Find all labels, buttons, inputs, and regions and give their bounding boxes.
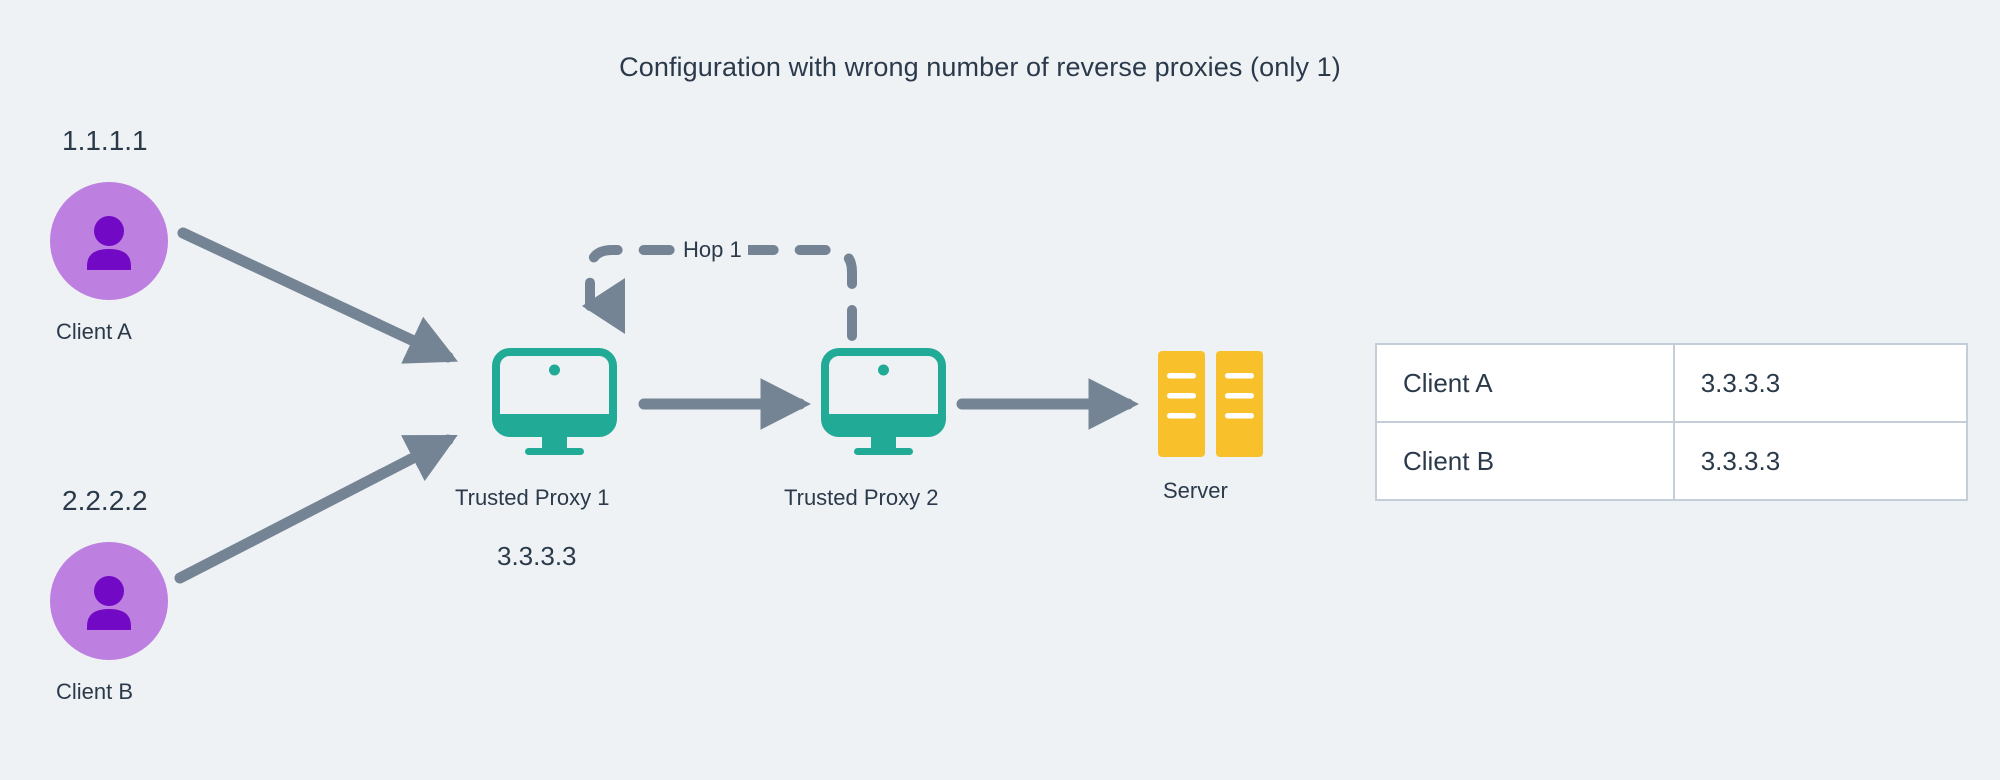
table-cell-client: Client A — [1375, 343, 1675, 423]
user-avatar-icon — [87, 216, 131, 270]
client-b-label: Client B — [56, 679, 134, 704]
hop-1-label: Hop 1 — [677, 237, 748, 263]
result-table-body: Client A 3.3.3.3 Client B 3.3.3.3 — [1375, 343, 1969, 501]
result-table: Client A 3.3.3.3 Client B 3.3.3.3 — [1375, 343, 1969, 501]
client-a-ip-label: 1.1.1.1 — [62, 125, 148, 156]
server-label: Server — [1163, 478, 1228, 503]
monitor-icon — [821, 348, 946, 455]
proxy-2-label: Trusted Proxy 2 — [784, 485, 939, 510]
monitor-icon — [492, 348, 617, 455]
table-cell-ip: 3.3.3.3 — [1672, 343, 1969, 423]
table-row: Client A 3.3.3.3 — [1375, 343, 1969, 423]
user-avatar-icon — [87, 576, 131, 630]
client-node-a[interactable]: 1.1.1.1 Client A — [50, 125, 250, 385]
client-a-label: Client A — [56, 319, 132, 344]
client-b-ip-label: 2.2.2.2 — [62, 485, 148, 516]
client-b-avatar[interactable] — [50, 542, 168, 660]
table-cell-ip: 3.3.3.3 — [1672, 421, 1969, 501]
proxy-node-1[interactable] — [492, 348, 617, 458]
server-rack-icon — [1158, 351, 1263, 457]
proxy-node-2[interactable] — [821, 348, 946, 458]
server-node[interactable] — [1158, 351, 1263, 457]
table-row: Client B 3.3.3.3 — [1375, 421, 1969, 501]
diagram-title: Configuration with wrong number of rever… — [619, 52, 1341, 82]
client-a-avatar[interactable] — [50, 182, 168, 300]
table-cell-client: Client B — [1375, 421, 1675, 501]
client-node-b[interactable]: 2.2.2.2 Client B — [50, 485, 250, 745]
proxy-1-ip-label: 3.3.3.3 — [497, 541, 577, 571]
proxy-1-label: Trusted Proxy 1 — [455, 485, 610, 510]
